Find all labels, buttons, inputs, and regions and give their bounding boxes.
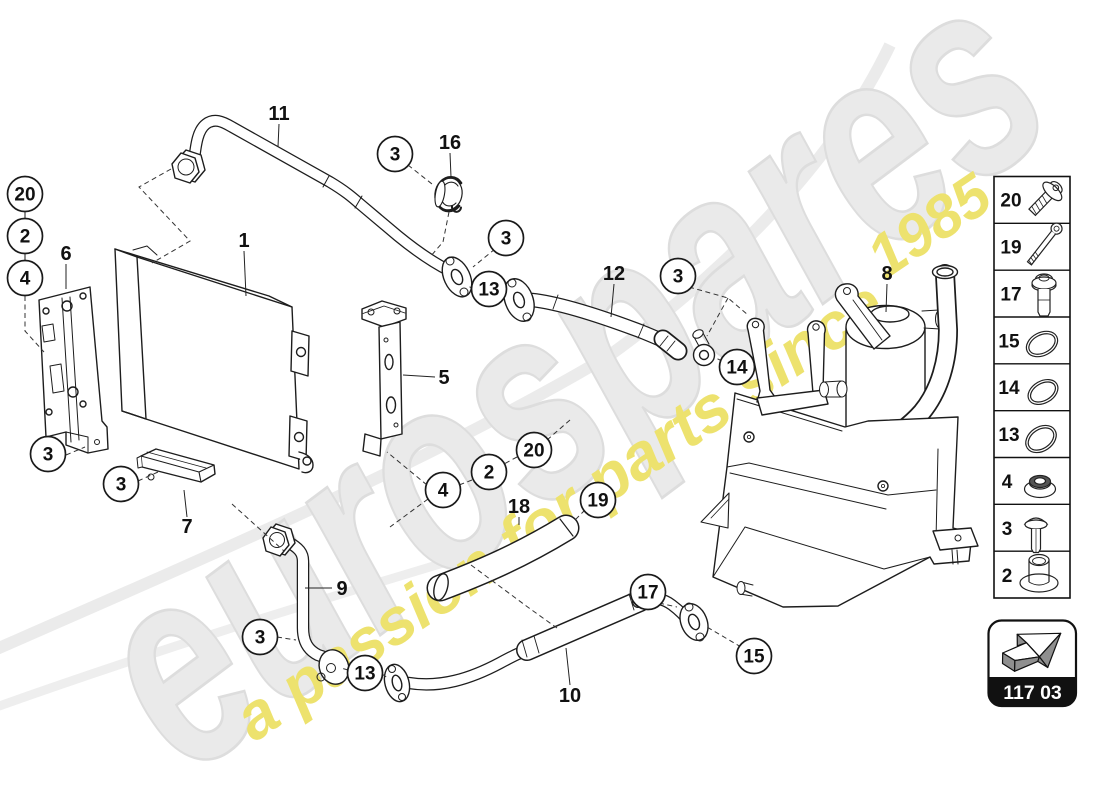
- svg-text:14: 14: [998, 378, 1020, 399]
- svg-text:2: 2: [20, 227, 31, 248]
- svg-text:10: 10: [559, 685, 581, 707]
- svg-text:14: 14: [726, 358, 748, 379]
- svg-text:3: 3: [501, 229, 512, 250]
- svg-text:4: 4: [1002, 472, 1013, 493]
- svg-text:6: 6: [60, 243, 71, 265]
- svg-text:19: 19: [1000, 238, 1021, 259]
- svg-text:4: 4: [438, 481, 449, 502]
- svg-text:20: 20: [523, 441, 544, 462]
- svg-text:9: 9: [336, 578, 347, 600]
- svg-text:3: 3: [673, 267, 684, 288]
- svg-text:4: 4: [20, 269, 31, 290]
- svg-text:15: 15: [743, 647, 765, 668]
- svg-text:17: 17: [637, 583, 658, 604]
- svg-text:117 03: 117 03: [1003, 682, 1062, 704]
- svg-text:17: 17: [1000, 285, 1021, 306]
- svg-text:7: 7: [181, 516, 192, 538]
- svg-text:3: 3: [116, 475, 127, 496]
- svg-text:11: 11: [268, 103, 289, 125]
- svg-text:3: 3: [390, 145, 401, 166]
- svg-text:2: 2: [484, 463, 495, 484]
- svg-text:8: 8: [881, 263, 892, 285]
- svg-text:3: 3: [255, 628, 266, 649]
- svg-text:13: 13: [998, 425, 1019, 446]
- svg-text:20: 20: [14, 185, 35, 206]
- svg-text:16: 16: [439, 132, 461, 154]
- svg-text:20: 20: [1000, 191, 1021, 212]
- svg-text:3: 3: [1002, 519, 1013, 540]
- svg-text:5: 5: [438, 367, 449, 389]
- svg-text:2: 2: [1002, 566, 1013, 587]
- svg-text:12: 12: [603, 263, 625, 285]
- svg-text:13: 13: [478, 280, 499, 301]
- svg-text:15: 15: [998, 332, 1020, 353]
- svg-text:18: 18: [508, 496, 530, 518]
- svg-text:3: 3: [43, 445, 54, 466]
- svg-text:13: 13: [354, 664, 375, 685]
- svg-text:19: 19: [587, 491, 608, 512]
- svg-text:1: 1: [238, 230, 249, 252]
